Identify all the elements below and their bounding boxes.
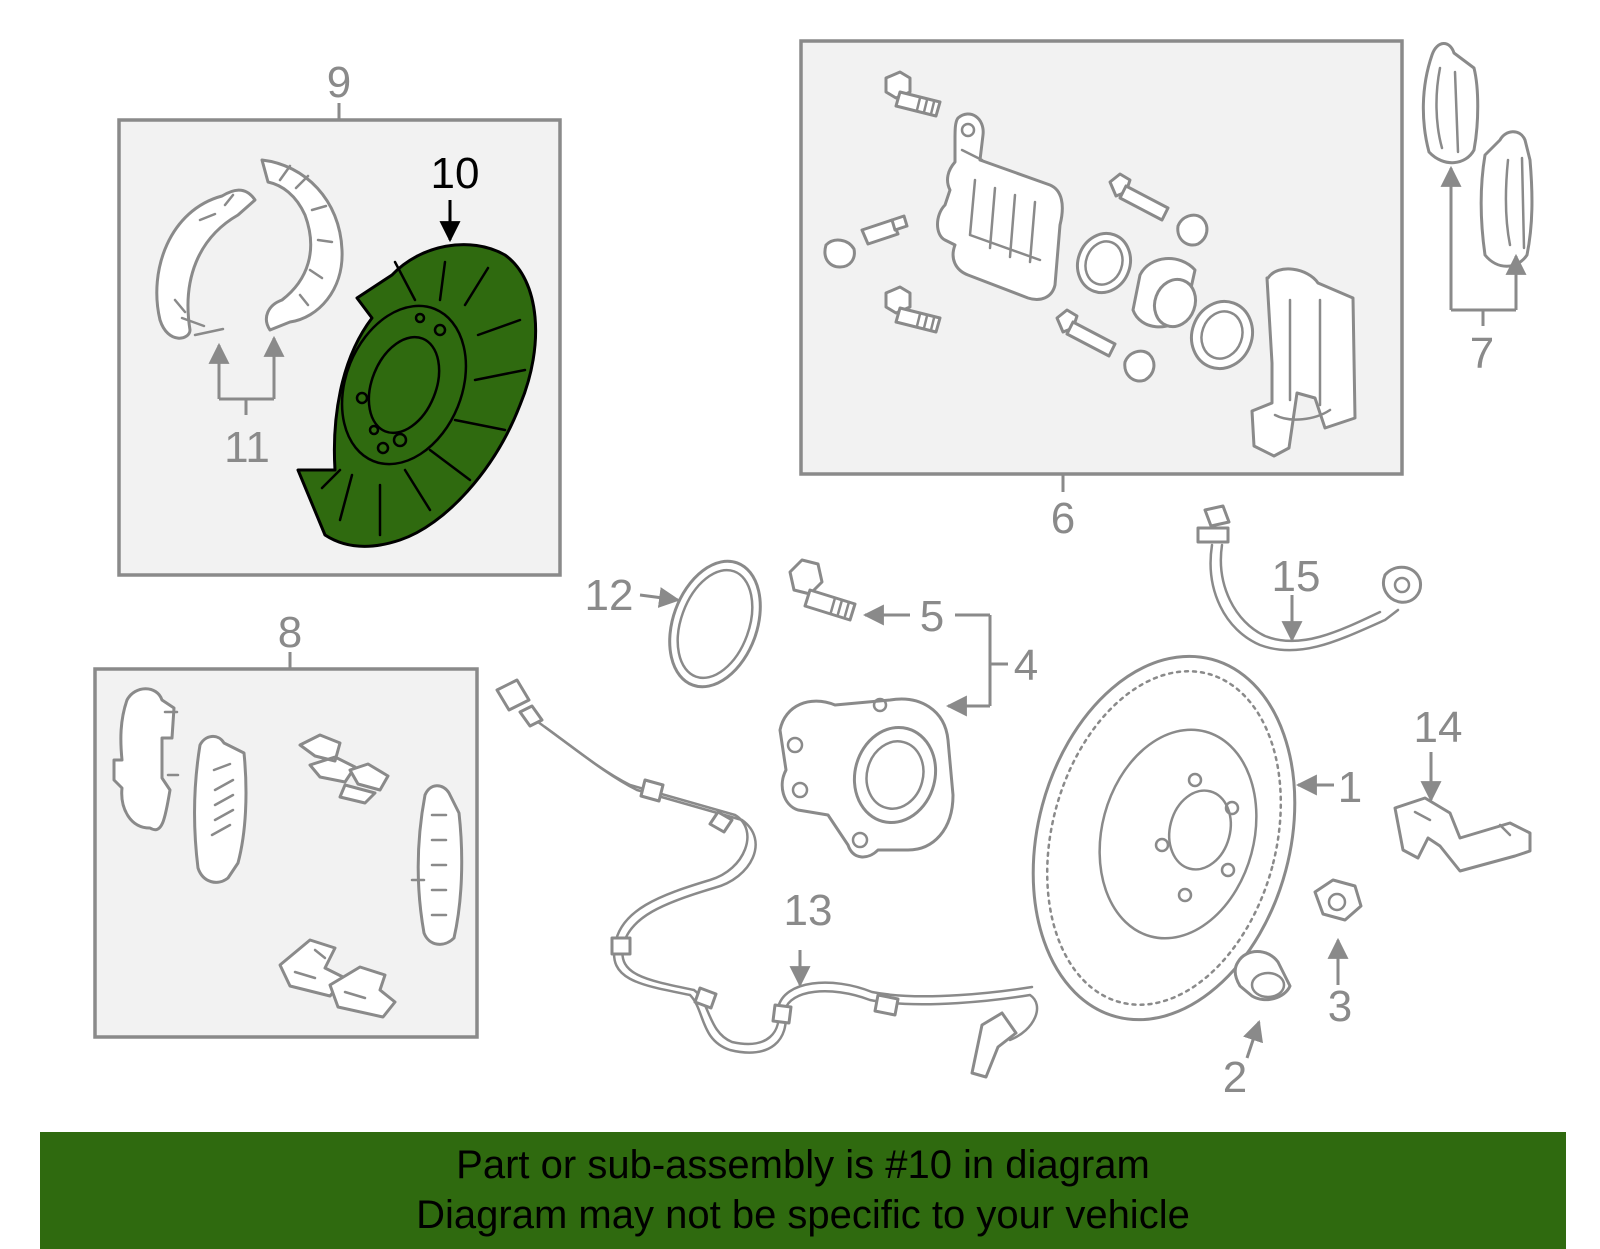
caliper-bracket	[1250, 267, 1357, 458]
abs-sensor-harness-part-13: 13	[495, 678, 1039, 1079]
callout-8: 8	[278, 608, 302, 657]
cap-part-2: 2	[1223, 950, 1292, 1102]
pad-shim-right	[410, 784, 464, 946]
callout-5: 5	[920, 592, 944, 641]
callout-6: 6	[1051, 494, 1075, 543]
caliper-piston	[1131, 257, 1198, 329]
callout-9: 9	[327, 58, 351, 107]
brake-shoe-right	[260, 158, 344, 332]
callout-14: 14	[1414, 703, 1463, 752]
guide-pin-upper	[1108, 172, 1209, 247]
brake-rotor-part-1: 1	[1031, 654, 1362, 1022]
callout-7: 7	[1470, 329, 1494, 378]
group-8-pad-kit: 8	[93, 608, 479, 1039]
callout-13: 13	[784, 886, 833, 935]
callout-3: 3	[1328, 982, 1352, 1031]
anti-rattle-clips-lower	[278, 938, 397, 1019]
brake-shoe-left	[155, 188, 257, 340]
bleeder-screw	[823, 214, 909, 269]
piston-seal	[1076, 231, 1132, 295]
callout-15: 15	[1272, 552, 1321, 601]
group-9-rear-brake-assembly: 9 11 10	[117, 58, 562, 577]
guide-pin-lower	[1055, 308, 1156, 383]
pad-shim-middle	[192, 735, 248, 884]
anti-rattle-clips-upper	[298, 733, 390, 805]
callout-1: 1	[1338, 763, 1362, 812]
axle-nut-part-3: 3	[1313, 878, 1363, 1031]
bracket-part-14: 14	[1393, 703, 1532, 873]
callout-10: 10	[431, 149, 480, 198]
group-6-caliper-assembly: 6	[799, 39, 1404, 543]
callout-12: 12	[585, 571, 634, 620]
brake-hose-part-15: 15	[1196, 504, 1422, 652]
banner-line-part-number: Part or sub-assembly is #10 in diagram	[456, 1143, 1150, 1187]
caliper-bolt-bottom	[884, 285, 942, 334]
wheel-hub-part-4	[778, 697, 955, 859]
brake-pads-part-7: 7	[1421, 42, 1534, 378]
caliper-bolt-top	[884, 70, 942, 118]
callout-2: 2	[1223, 1053, 1247, 1102]
hub-bolt-part-5	[788, 558, 857, 622]
dust-shield-part-10	[296, 243, 538, 548]
callout-4: 4	[1014, 641, 1038, 690]
piston-boot	[1190, 299, 1254, 371]
pad-shim-left	[112, 687, 180, 832]
callout-11: 11	[224, 423, 270, 472]
banner-line-disclaimer: Diagram may not be specific to your vehi…	[416, 1193, 1190, 1237]
o-ring-part-12: 12	[585, 559, 762, 689]
caliper-body	[936, 112, 1064, 301]
callout-5-4-leaders: 5 4	[862, 592, 1038, 717]
info-banner: Part or sub-assembly is #10 in diagram D…	[40, 1132, 1566, 1249]
